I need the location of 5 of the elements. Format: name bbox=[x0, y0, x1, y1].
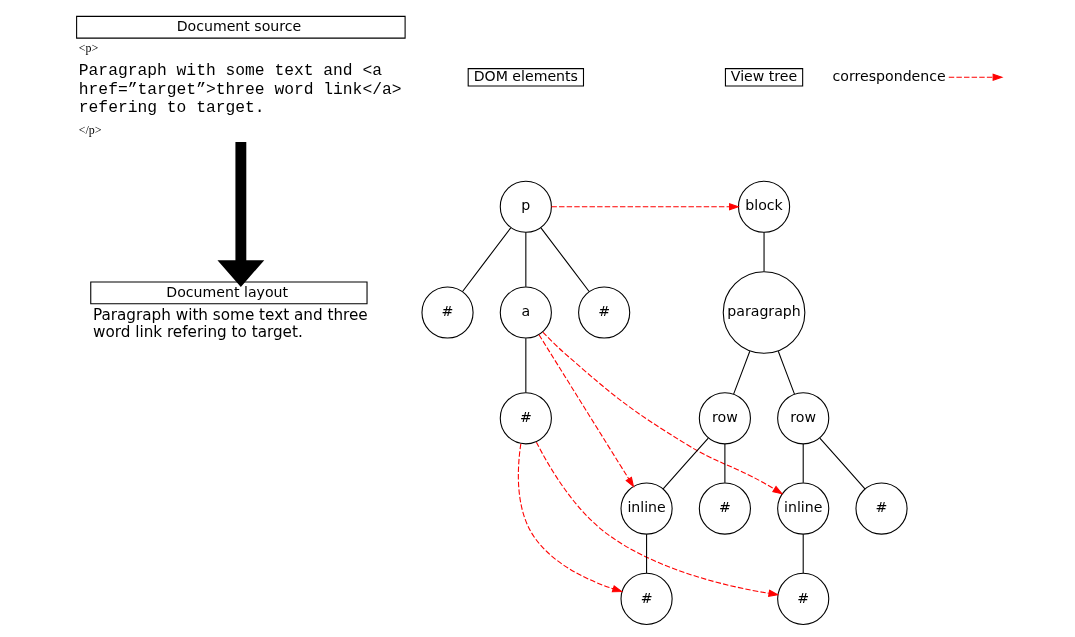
legend-label: correspondence bbox=[832, 67, 946, 84]
node-label: <p> bbox=[78, 41, 98, 56]
node-label: Paragraph with some text and three word link refering to target. bbox=[92, 306, 368, 341]
node-label: </p> bbox=[78, 122, 102, 137]
node-label: Paragraph with some text and <a href=”target”>three word link</a> refering to target. bbox=[78, 61, 402, 118]
